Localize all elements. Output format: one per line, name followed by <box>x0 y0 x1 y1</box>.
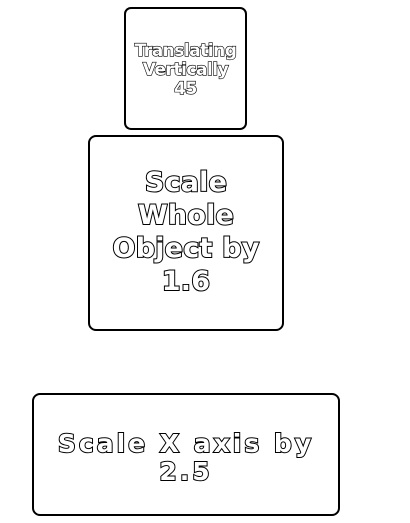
translate-box: Translating Vertically 45 <box>124 7 247 130</box>
scale-whole-box: Scale Whole Object by 1.6 <box>88 135 284 331</box>
scale-whole-box-label: Scale Whole Object by 1.6 <box>112 166 261 298</box>
translate-box-label: Translating Vertically 45 <box>134 40 238 100</box>
scale-x-box-label: Scale X axis by 2.5 <box>57 428 315 486</box>
scale-x-box: Scale X axis by 2.5 <box>32 393 340 516</box>
